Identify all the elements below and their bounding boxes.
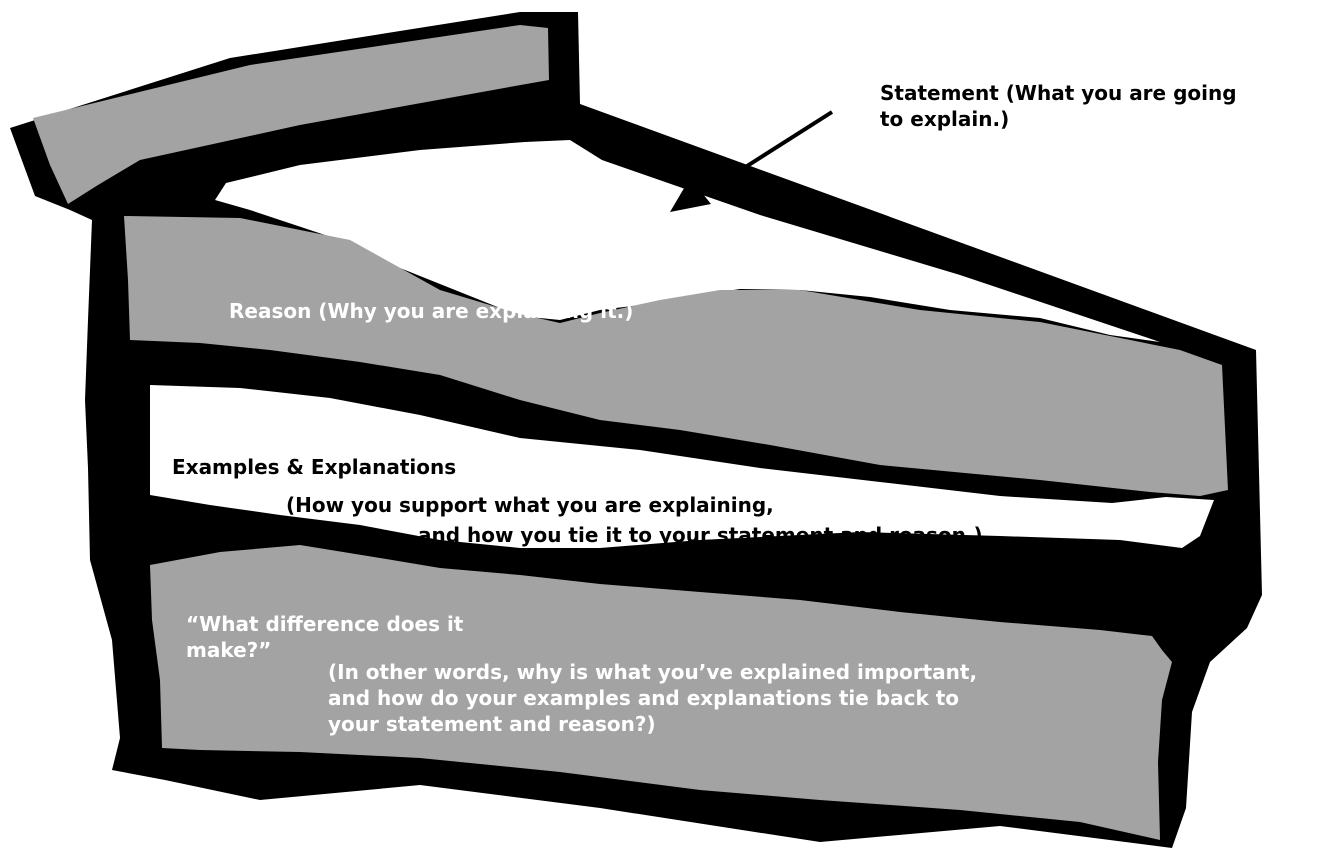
difference-detail-line-1: (In other words, why is what you’ve expl… [328, 660, 978, 684]
statement-line-2: to explain.) [880, 107, 1010, 131]
examples-detail: (How you support what you are explaining… [286, 492, 983, 548]
examples-title: Examples & Explanations [172, 455, 457, 479]
statement-line-1: Statement (What you are going [880, 81, 1237, 105]
difference-title: “What difference does it make?” [186, 611, 463, 663]
top-surface [215, 140, 1160, 342]
statement-label: Statement (What you are going to explain… [880, 80, 1237, 132]
examples-detail-line-1: (How you support what you are explaining… [286, 493, 774, 517]
statement-arrow-head [670, 178, 711, 212]
reason-layer [124, 216, 1228, 496]
examples-detail-line-2: and how you tie it to your statement and… [418, 523, 983, 547]
difference-title-line-1: “What difference does it [186, 612, 464, 636]
difference-detail-line-2: and how do your examples and explanation… [328, 686, 960, 710]
top-frosting-edge [33, 25, 549, 204]
statement-arrow-shaft [698, 110, 834, 198]
difference-detail-line-3: your statement and reason?) [328, 712, 656, 736]
difference-layer [150, 545, 1172, 840]
examples-layer [150, 385, 1214, 548]
difference-title-line-2: make?” [186, 638, 272, 662]
reason-label: Reason (Why you are explaining it.) [229, 299, 634, 323]
difference-detail: (In other words, why is what you’ve expl… [328, 659, 977, 737]
